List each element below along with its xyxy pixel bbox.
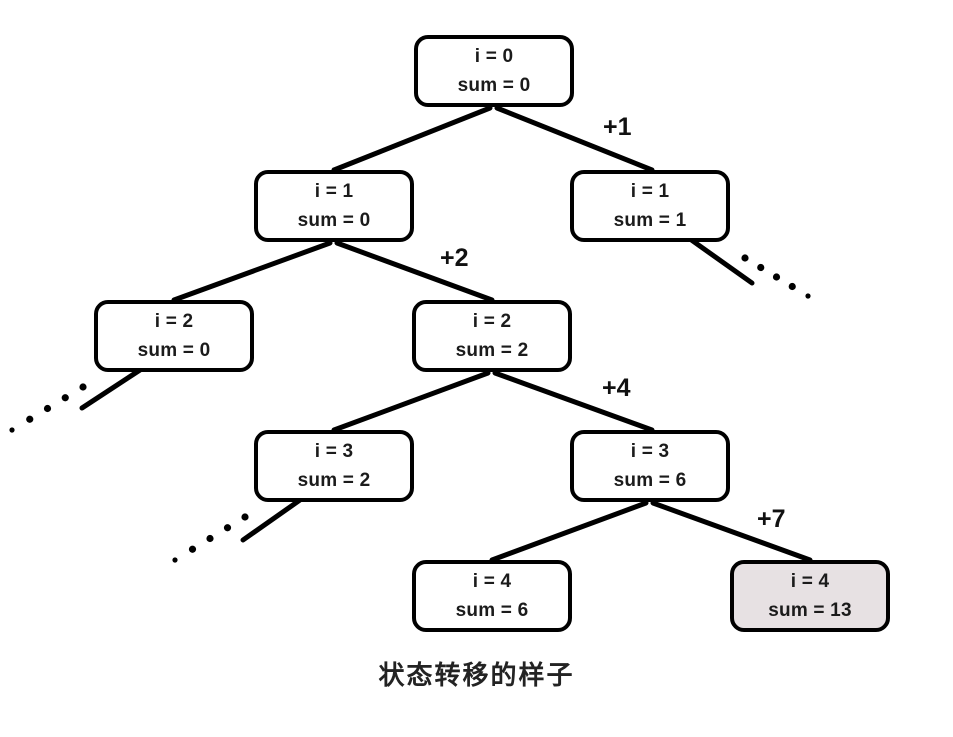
tree-edge-n0-to-n1R	[494, 105, 655, 173]
ellipsis-dot	[223, 524, 232, 532]
stub-left	[79, 367, 143, 411]
ellipsis-right-top	[741, 254, 811, 299]
ellipsis-dot	[43, 404, 52, 413]
node-index-label: i = 1	[630, 180, 670, 202]
state-node-n4R: i = 4 sum = 13	[730, 560, 890, 632]
state-node-n4L: i = 4 sum = 6	[412, 560, 572, 632]
diagram-caption: 状态转移的样子	[378, 660, 575, 690]
node-sum-label: sum = 13	[768, 599, 852, 621]
ellipsis-dot	[188, 545, 197, 553]
ellipsis-dot	[241, 513, 249, 521]
ellipsis-dot	[741, 254, 749, 262]
state-node-n0: i = 0 sum = 0	[414, 35, 574, 107]
ellipsis-dot	[206, 534, 214, 543]
tree-edge-n2R-to-n3L	[331, 370, 491, 433]
state-node-n2R: i = 2 sum = 2	[412, 300, 572, 372]
ellipsis-dot	[757, 263, 765, 272]
node-index-label: i = 3	[314, 440, 354, 462]
ellipsis-dot	[79, 383, 87, 391]
tree-edge-n2R-to-n3R	[492, 370, 655, 433]
ellipsis-dot	[772, 273, 781, 281]
node-index-label: i = 4	[790, 570, 830, 592]
ellipsis-bottom-left	[172, 513, 249, 563]
node-index-label: i = 0	[474, 45, 514, 67]
node-index-label: i = 4	[472, 570, 512, 592]
node-index-label: i = 3	[630, 440, 670, 462]
edge-weight-label: +2	[440, 244, 469, 272]
node-sum-label: sum = 2	[455, 339, 529, 361]
state-node-n1L: i = 1 sum = 0	[254, 170, 414, 242]
state-node-n3L: i = 3 sum = 2	[254, 430, 414, 502]
ellipsis-dot	[805, 293, 811, 299]
ellipsis-dot	[61, 394, 69, 402]
ellipsis-left	[9, 383, 87, 433]
node-sum-label: sum = 2	[297, 469, 371, 491]
node-index-label: i = 2	[154, 310, 194, 332]
tree-edge-n1L-to-n2L	[171, 240, 333, 303]
tree-edge-n1L-to-n2R	[334, 240, 495, 303]
tree-edge-n3R-to-n4R	[650, 500, 813, 563]
node-sum-label: sum = 0	[297, 209, 371, 231]
tree-edge-n0-to-n1L	[331, 105, 493, 173]
ellipsis-dot	[788, 282, 796, 291]
node-sum-label: sum = 6	[455, 599, 529, 621]
node-index-label: i = 1	[314, 180, 354, 202]
node-sum-label: sum = 0	[137, 339, 211, 361]
node-index-label: i = 2	[472, 310, 512, 332]
edge-weight-label: +7	[757, 505, 786, 533]
stub-bottom-left	[240, 497, 303, 543]
state-node-n2L: i = 2 sum = 0	[94, 300, 254, 372]
tree-edge-n3R-to-n4L	[489, 500, 649, 563]
edge-weight-label: +1	[603, 113, 632, 141]
state-node-n3R: i = 3 sum = 6	[570, 430, 730, 502]
ellipsis-dot	[9, 427, 15, 433]
edge-weight-label: +4	[602, 374, 631, 402]
node-sum-label: sum = 0	[457, 74, 531, 96]
stub-right-top	[687, 236, 755, 286]
ellipsis-dot	[26, 415, 34, 423]
state-node-n1R: i = 1 sum = 1	[570, 170, 730, 242]
node-sum-label: sum = 6	[613, 469, 687, 491]
node-sum-label: sum = 1	[613, 209, 687, 231]
ellipsis-dot	[172, 557, 178, 563]
